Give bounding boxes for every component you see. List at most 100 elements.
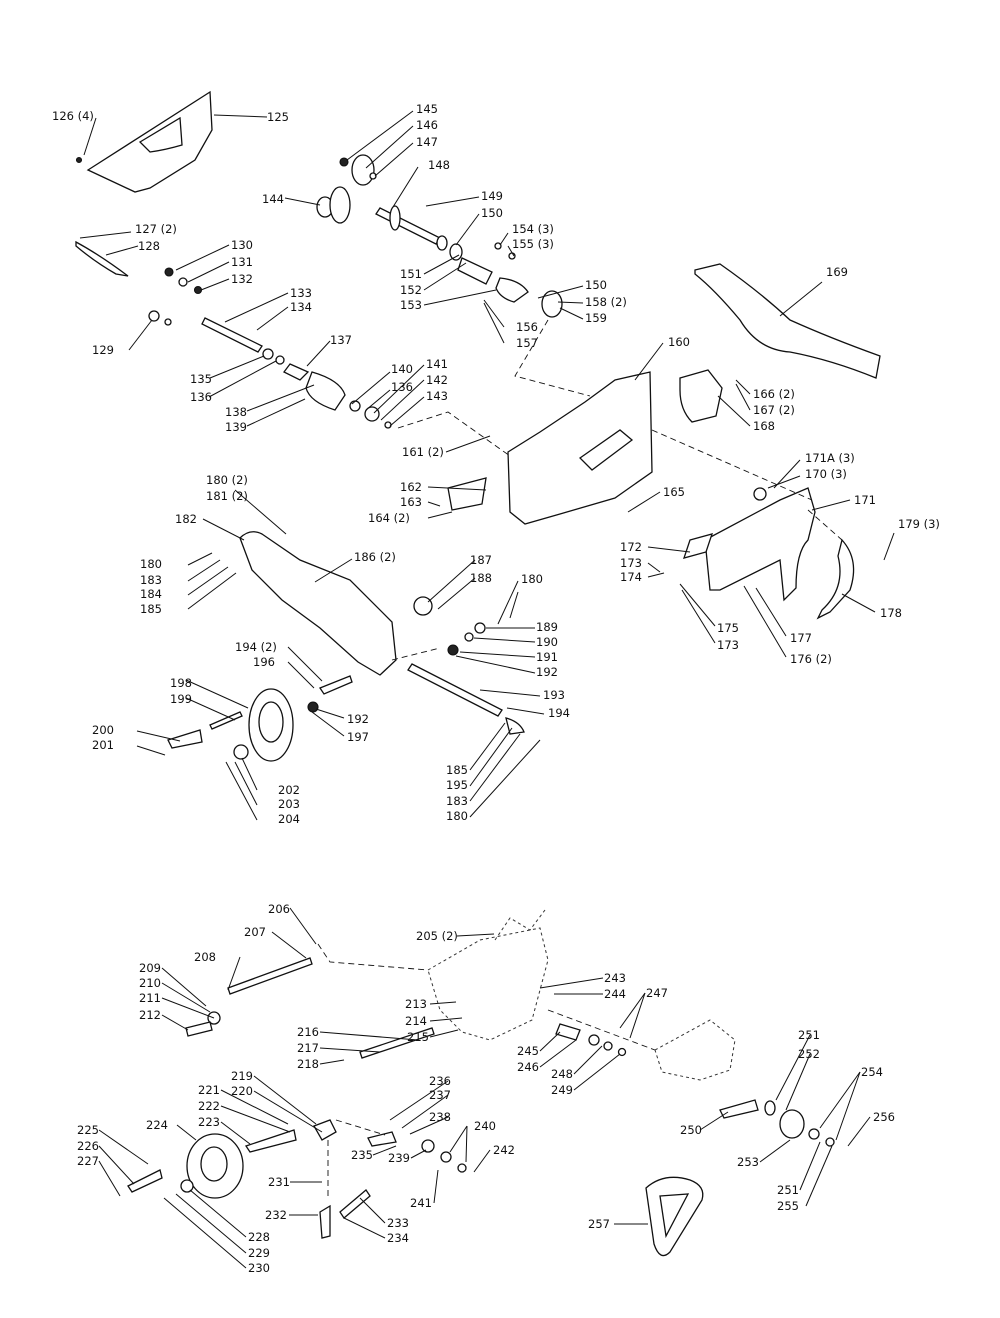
callout-232: 232 (265, 1208, 287, 1222)
callout-134: 134 (290, 300, 312, 314)
pulley-159-part (541, 290, 563, 318)
callout-248: 248 (551, 1067, 573, 1081)
upper-assembly (75, 90, 881, 762)
main-housing-part (507, 371, 653, 525)
pulley-253-part (779, 1109, 805, 1139)
trunnion-171-part (704, 487, 816, 602)
callout-215: 215 (407, 1030, 429, 1044)
callout-255: 255 (777, 1199, 799, 1213)
callout-233: 233 (387, 1216, 409, 1230)
callout-236: 236 (429, 1074, 451, 1088)
callout-136-right: 136 (391, 380, 413, 394)
callout-201: 201 (92, 738, 114, 752)
callout-250: 250 (680, 1123, 702, 1137)
callout-153: 153 (400, 298, 422, 312)
callout-178: 178 (880, 606, 902, 620)
callout-172: 172 (620, 540, 642, 554)
callout-130: 130 (231, 238, 253, 252)
callout-251-bottom: 251 (777, 1183, 799, 1197)
callout-210: 210 (139, 976, 161, 990)
callout-156: 156 (516, 320, 538, 334)
callout-249: 249 (551, 1083, 573, 1097)
callout-219: 219 (231, 1069, 253, 1083)
callout-209: 209 (139, 961, 161, 975)
callout-175: 175 (717, 621, 739, 635)
callout-141: 141 (426, 357, 448, 371)
callout-205: 205 (2) (416, 929, 458, 943)
callout-180-bottom: 180 (446, 809, 468, 823)
callout-197: 197 (347, 730, 369, 744)
callout-218: 218 (297, 1057, 319, 1071)
callout-138: 138 (225, 405, 247, 419)
callout-244: 244 (604, 987, 626, 1001)
callout-180-right: 180 (521, 572, 543, 586)
callout-241: 241 (410, 1196, 432, 1210)
lower-trunnion-part (239, 531, 397, 676)
callout-192-top: 192 (536, 665, 558, 679)
callout-155: 155 (3) (512, 237, 554, 251)
callout-242: 242 (493, 1143, 515, 1157)
callout-169: 169 (826, 265, 848, 279)
lower-assembly (127, 909, 835, 1257)
callout-186: 186 (2) (354, 550, 396, 564)
callout-191: 191 (536, 650, 558, 664)
callout-166: 166 (2) (753, 387, 795, 401)
bearing-housing-part (305, 371, 346, 411)
callout-211: 211 (139, 991, 161, 1005)
callout-180-left: 180 (140, 557, 162, 571)
callout-200: 200 (92, 723, 114, 737)
callout-246: 246 (517, 1060, 539, 1074)
callout-140: 140 (391, 362, 413, 376)
callout-251-top: 251 (798, 1028, 820, 1042)
callout-179: 179 (3) (898, 517, 940, 531)
callout-148: 148 (428, 158, 450, 172)
callout-240: 240 (474, 1119, 496, 1133)
callout-133: 133 (290, 286, 312, 300)
callout-171A: 171A (3) (805, 451, 855, 465)
callout-145: 145 (416, 102, 438, 116)
callout-168: 168 (753, 419, 775, 433)
callout-204: 204 (278, 812, 300, 826)
callout-171: 171 (854, 493, 876, 507)
motor-base-ghost (427, 927, 549, 1041)
callout-132: 132 (231, 272, 253, 286)
callout-183-bottom: 183 (446, 794, 468, 808)
callout-177: 177 (790, 631, 812, 645)
callout-226: 226 (77, 1139, 99, 1153)
centerlines (317, 319, 843, 1200)
callout-190: 190 (536, 635, 558, 649)
callout-167: 167 (2) (753, 403, 795, 417)
arbor-wrench-part (75, 240, 129, 277)
trunnion-arm-part (694, 263, 881, 379)
callout-247: 247 (646, 986, 668, 1000)
callout-129: 129 (92, 343, 114, 357)
callout-231: 231 (268, 1175, 290, 1189)
callout-208: 208 (194, 950, 216, 964)
callout-159: 159 (585, 311, 607, 325)
callout-214: 214 (405, 1014, 427, 1028)
callout-216: 216 (297, 1025, 319, 1039)
callout-162: 162 (400, 480, 422, 494)
callout-143: 143 (426, 389, 448, 403)
callout-217: 217 (297, 1041, 319, 1055)
callout-181: 181 (2) (206, 489, 248, 503)
callout-222: 222 (198, 1099, 220, 1113)
callout-220: 220 (231, 1084, 253, 1098)
callout-194-right: 194 (548, 706, 570, 720)
callout-174: 174 (620, 570, 642, 584)
callout-154: 154 (3) (512, 222, 554, 236)
callout-150-right: 150 (585, 278, 607, 292)
callout-230: 230 (248, 1261, 270, 1275)
callout-254: 254 (861, 1065, 883, 1079)
callout-184: 184 (140, 587, 162, 601)
pulley-part (329, 186, 351, 224)
callout-144: 144 (262, 192, 284, 206)
callout-147: 147 (416, 135, 438, 149)
callout-193: 193 (543, 688, 565, 702)
callout-229: 229 (248, 1246, 270, 1260)
callout-237: 237 (429, 1088, 451, 1102)
motor-bracket-part (679, 369, 723, 423)
callout-164: 164 (2) (368, 511, 410, 525)
callout-238: 238 (429, 1110, 451, 1124)
callout-245: 245 (517, 1044, 539, 1058)
